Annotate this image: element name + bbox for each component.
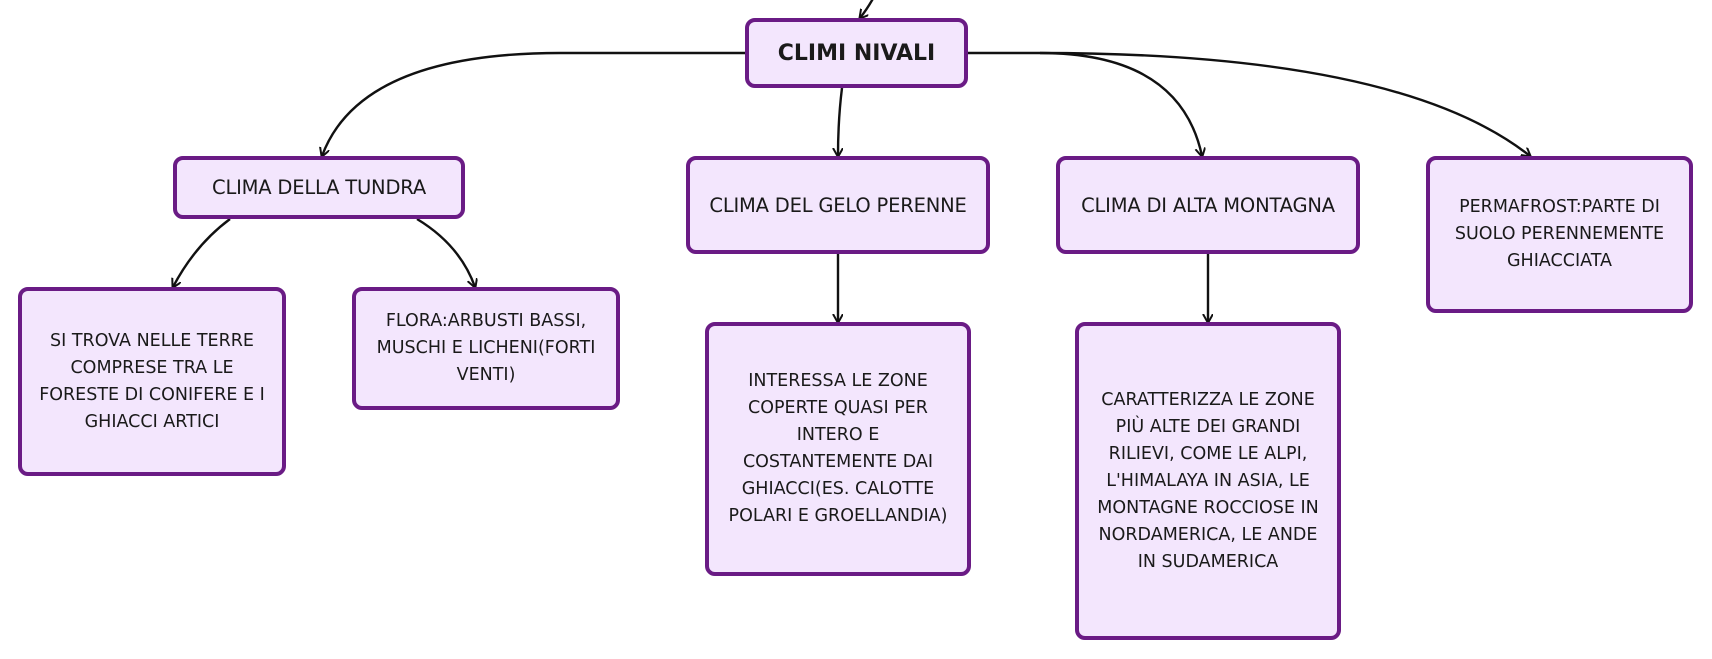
node-clima-tundra[interactable]: CLIMA DELLA TUNDRA: [173, 156, 465, 219]
node-tundra-location[interactable]: SI TROVA NELLE TERRE COMPRESE TRA LE FOR…: [18, 287, 286, 476]
node-gelo-description[interactable]: INTERESSA LE ZONE COPERTE QUASI PER INTE…: [705, 322, 971, 576]
node-clima-gelo-perenne[interactable]: CLIMA DEL GELO PERENNE: [686, 156, 990, 254]
node-clima-alta-montagna[interactable]: CLIMA DI ALTA MONTAGNA: [1056, 156, 1360, 254]
node-permafrost-label: PERMAFROST:PARTE DI SUOLO PERENNEMENTE G…: [1454, 197, 1665, 271]
root-node-climi-nivali[interactable]: CLIMI NIVALI: [745, 18, 968, 88]
edge-incoming-root: [860, 0, 874, 18]
root-node-label: CLIMI NIVALI: [777, 40, 936, 66]
edge-root-permafrost: [1039, 51, 1530, 156]
node-clima-alta-montagna-label: CLIMA DI ALTA MONTAGNA: [1081, 193, 1335, 217]
node-tundra-flora[interactable]: FLORA:ARBUSTI BASSI, MUSCHI E LICHENI(FO…: [352, 287, 620, 410]
edge-root-montagna: [968, 51, 1202, 156]
edge-root-gelo: [838, 87, 844, 156]
edge-tundra-flora: [416, 217, 475, 287]
node-gelo-description-label: INTERESSA LE ZONE COPERTE QUASI PER INTE…: [728, 371, 948, 526]
node-tundra-flora-label: FLORA:ARBUSTI BASSI, MUSCHI E LICHENI(FO…: [376, 311, 596, 385]
node-montagna-description-label: CARATTERIZZA LE ZONE PIÙ ALTE DEI GRANDI…: [1097, 389, 1319, 572]
node-clima-gelo-perenne-label: CLIMA DEL GELO PERENNE: [709, 193, 967, 217]
edge-tundra-where: [173, 218, 231, 287]
edge-root-tundra: [322, 51, 745, 156]
node-permafrost[interactable]: PERMAFROST:PARTE DI SUOLO PERENNEMENTE G…: [1426, 156, 1693, 313]
node-tundra-location-label: SI TROVA NELLE TERRE COMPRESE TRA LE FOR…: [39, 330, 265, 432]
node-montagna-description[interactable]: CARATTERIZZA LE ZONE PIÙ ALTE DEI GRANDI…: [1075, 322, 1341, 640]
node-clima-tundra-label: CLIMA DELLA TUNDRA: [212, 176, 426, 199]
